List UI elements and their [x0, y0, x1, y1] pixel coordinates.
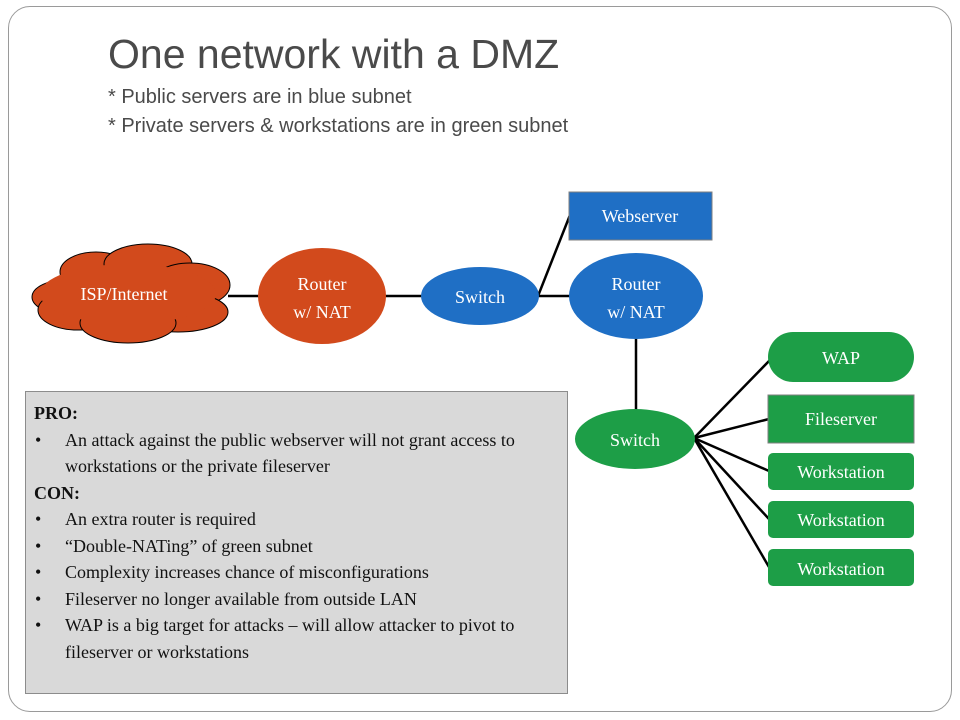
con-item: • WAP is a big target for attacks – will … — [34, 612, 557, 665]
webserver-node: Webserver — [568, 191, 713, 241]
subtitle-public-servers: * Public servers are in blue subnet — [108, 86, 412, 108]
pros-cons-panel: PRO: • An attack against the public webse… — [25, 391, 568, 694]
bullet-marker: • — [35, 509, 42, 529]
con-item-text: Complexity increases chance of misconfig… — [65, 562, 429, 582]
con-item-text: WAP is a big target for attacks – will a… — [65, 615, 515, 662]
con-item: • An extra router is required — [34, 506, 557, 533]
webserver-label: Webserver — [602, 206, 679, 226]
wap-label: WAP — [822, 348, 860, 368]
workstation-label-1: Workstation — [797, 462, 885, 482]
con-item-text: An extra router is required — [65, 509, 256, 529]
switch-dmz: Switch — [421, 267, 539, 325]
router-inner: Router w/ NAT — [569, 253, 703, 339]
link-switch-wap — [693, 359, 771, 439]
workstation-label-2: Workstation — [797, 510, 885, 530]
link-switch-fileserver — [693, 417, 770, 440]
workstation-node-3: Workstation — [768, 549, 914, 586]
workstation-node-1: Workstation — [768, 453, 914, 490]
con-item-text: “Double-NATing” of green subnet — [65, 535, 313, 556]
wap-node: WAP — [768, 332, 914, 382]
switch-lan-label: Switch — [610, 430, 660, 450]
pro-item-text: An attack against the public webserver w… — [65, 429, 515, 477]
bullet-marker: • — [35, 535, 42, 556]
con-item: • Fileserver no longer available from out… — [34, 586, 557, 613]
con-heading: CON: — [34, 482, 80, 503]
internet-cloud: ISP/Internet — [31, 243, 231, 344]
workstation-node-2: Workstation — [768, 501, 914, 538]
slide-title: One network with a DMZ — [108, 31, 560, 77]
link-switch-workstation-3 — [692, 437, 771, 568]
connections — [228, 214, 771, 568]
router-outer-label-line1: Router — [298, 274, 347, 294]
pro-list: • An attack against the public webserver … — [34, 427, 557, 480]
link-switch-workstation-2 — [693, 437, 770, 520]
router-inner-label-line2: w/ NAT — [607, 302, 665, 322]
con-item: • “Double-NATing” of green subnet — [34, 533, 557, 560]
bullet-marker: • — [35, 429, 42, 450]
fileserver-node: Fileserver — [767, 394, 915, 444]
pro-item: • An attack against the public webserver … — [34, 427, 557, 480]
switch-lan: Switch — [575, 409, 695, 469]
router-outer-label-line2: w/ NAT — [293, 302, 351, 322]
router-inner-label-line1: Router — [612, 274, 661, 294]
link-switch-webserver — [536, 214, 572, 297]
fileserver-label: Fileserver — [805, 409, 877, 429]
link-switch-workstation-1 — [693, 436, 770, 473]
subtitle-private-servers: * Private servers & workstations are in … — [108, 115, 569, 137]
bullet-marker: • — [35, 615, 42, 635]
con-item: • Complexity increases chance of misconfi… — [34, 559, 557, 586]
con-list: • An extra router is required • “Double-NA… — [34, 506, 557, 665]
bullet-marker: • — [35, 588, 42, 609]
bullet-marker: • — [35, 562, 42, 582]
con-item-text: Fileserver no longer available from outs… — [65, 588, 417, 609]
workstation-label-3: Workstation — [797, 559, 885, 579]
internet-label: ISP/Internet — [81, 284, 168, 304]
switch-dmz-label: Switch — [455, 287, 505, 307]
pro-heading: PRO: — [34, 403, 78, 423]
router-outer: Router w/ NAT — [258, 248, 386, 344]
